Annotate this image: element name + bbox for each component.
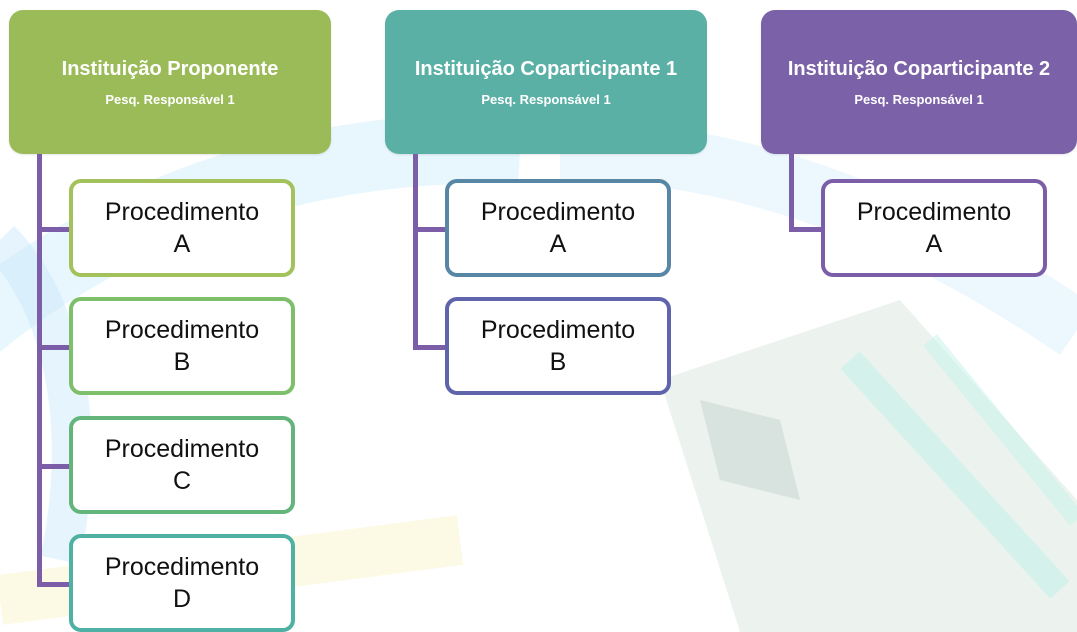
column-subtitle: Pesq. Responsável 1	[481, 91, 611, 107]
connector-line	[413, 154, 418, 349]
header-instituicao-proponente: Instituição Proponente Pesq. Responsável…	[9, 10, 331, 154]
procedure-letter: D	[172, 585, 192, 613]
connector-branch	[37, 345, 70, 350]
column-title: Instituição Coparticipante 1	[414, 57, 678, 80]
connector-line	[789, 154, 794, 232]
procedure-label: Procedimento	[104, 435, 260, 463]
procedure-label: Procedimento	[104, 553, 260, 581]
procedure-letter: A	[173, 230, 191, 258]
connector-branch	[413, 345, 446, 350]
procedure-letter: A	[925, 230, 943, 258]
header-instituicao-coparticipante-2: Instituição Coparticipante 2 Pesq. Respo…	[761, 10, 1077, 154]
procedure-label: Procedimento	[104, 198, 260, 226]
procedure-label: Procedimento	[480, 198, 636, 226]
procedure-letter: A	[549, 230, 567, 258]
column-subtitle: Pesq. Responsável 1	[854, 91, 984, 107]
procedure-letter: B	[549, 348, 567, 376]
connector-branch	[413, 227, 446, 232]
connector-branch	[789, 227, 822, 232]
connector-branch	[37, 582, 70, 587]
connector-branch	[37, 464, 70, 469]
procedure-letter: B	[173, 348, 191, 376]
procedure-label: Procedimento	[104, 316, 260, 344]
procedure-letter: C	[172, 467, 192, 495]
connector-line	[37, 154, 42, 584]
procedure-label: Procedimento	[856, 198, 1012, 226]
column-title: Instituição Proponente	[61, 57, 279, 80]
column-subtitle: Pesq. Responsável 1	[105, 91, 235, 107]
procedure-label: Procedimento	[480, 316, 636, 344]
column-title: Instituição Coparticipante 2	[787, 57, 1051, 80]
header-instituicao-coparticipante-1: Instituição Coparticipante 1 Pesq. Respo…	[385, 10, 707, 154]
connector-branch	[37, 227, 70, 232]
